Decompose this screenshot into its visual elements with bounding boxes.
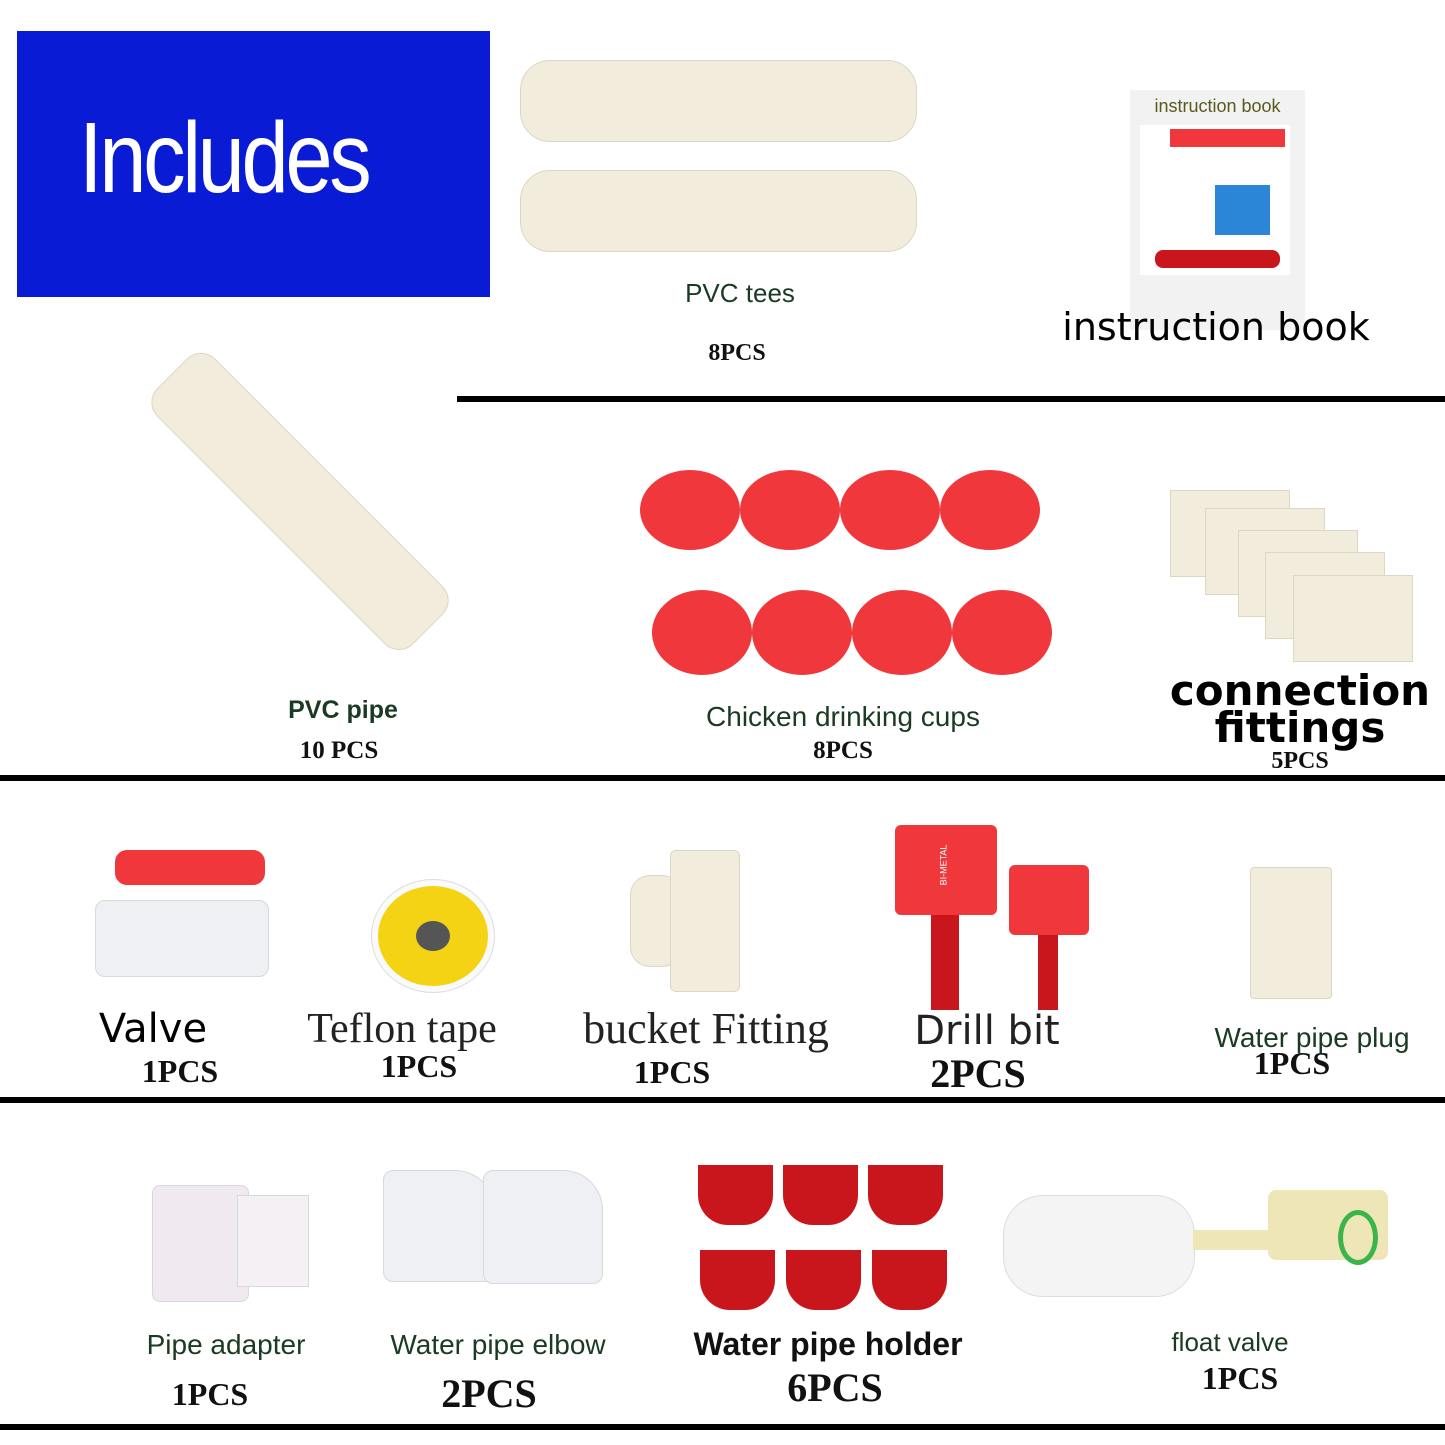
divider-4 (0, 1424, 1445, 1430)
divider-2 (0, 775, 1445, 781)
drinking-cups-image (640, 430, 1120, 680)
drill-bit-image: BI-METAL (893, 795, 1093, 1015)
pvc-pipe-label: PVC pipe (288, 696, 398, 724)
float-valve-image (1003, 1190, 1408, 1300)
water-pipe-plug-label: Water pipe plug (1214, 1022, 1410, 1053)
connection-fittings-qty: 5PCS (1271, 748, 1329, 774)
includes-banner: Includes (17, 31, 490, 297)
connection-fittings-image (1170, 490, 1415, 662)
drill-bit-mark: BI-METAL (938, 844, 949, 886)
water-pipe-plug-image (1250, 867, 1332, 999)
pipe-adapter-label: Pipe adapter (146, 1329, 306, 1360)
bucket-fitting-label: bucket Fitting (583, 1004, 829, 1053)
pvc-pipe-image (143, 344, 457, 659)
drinking-cups-qty: 8PCS (813, 737, 873, 764)
float-valve-label: float valve (1171, 1327, 1289, 1357)
water-pipe-plug-qty: 1PCS (1253, 1045, 1331, 1081)
float-valve-qty: 1PCS (1201, 1360, 1279, 1396)
divider-1 (457, 396, 1445, 402)
water-pipe-elbow-label: Water pipe elbow (390, 1329, 606, 1360)
bucket-fitting-qty: 1PCS (633, 1054, 711, 1090)
water-pipe-holder-label: Water pipe holder (693, 1326, 963, 1362)
drill-bit-qty: 2PCS (930, 1051, 1026, 1096)
pvc-tees-label: PVC tees (685, 278, 795, 308)
valve-image (95, 850, 270, 990)
water-pipe-elbow-image (383, 1170, 605, 1285)
pipe-adapter-qty: 1PCS (171, 1376, 249, 1412)
water-pipe-holder-image (688, 1155, 953, 1315)
drinking-cups-label: Chicken drinking cups (706, 701, 980, 732)
teflon-tape-label: Teflon tape (307, 1006, 497, 1052)
pvc-tees-image (520, 60, 920, 275)
bucket-fitting-image (630, 850, 740, 992)
book-cover-title: instruction book (1154, 96, 1281, 116)
pvc-pipe-qty: 10 PCS (299, 737, 379, 764)
pvc-tees-qty: 8PCS (708, 340, 766, 366)
connection-fittings-label-2: fittings (1214, 703, 1386, 752)
water-pipe-elbow-qty: 2PCS (441, 1371, 537, 1416)
pipe-adapter-image (152, 1165, 312, 1305)
teflon-tape-image (372, 880, 494, 992)
connection-fittings-label-1: connection (1169, 666, 1431, 715)
valve-qty: 1PCS (141, 1053, 219, 1089)
instruction-book-label: instruction book (1062, 305, 1370, 349)
valve-label: Valve (98, 1006, 208, 1052)
teflon-tape-qty: 1PCS (380, 1048, 458, 1084)
drill-bit-label: Drill bit (914, 1008, 1060, 1054)
divider-3 (0, 1097, 1445, 1103)
instruction-book-image: instruction book (1130, 90, 1305, 330)
water-pipe-holder-qty: 6PCS (787, 1365, 883, 1410)
banner-title: Includes (79, 102, 372, 214)
